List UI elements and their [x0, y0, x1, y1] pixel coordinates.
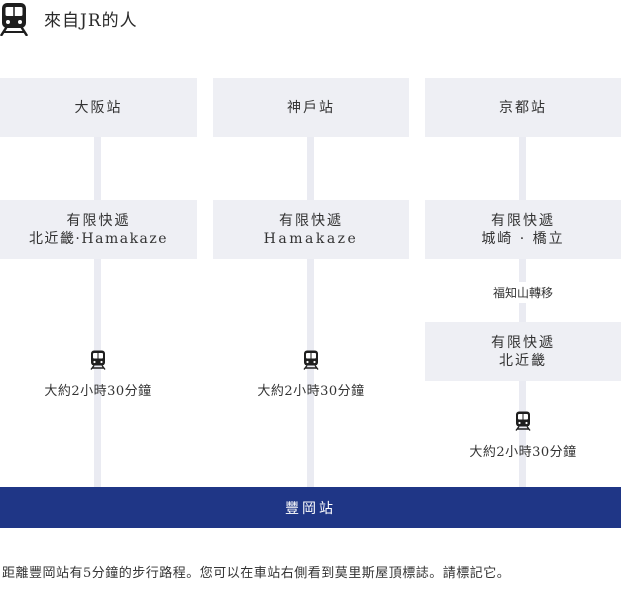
origin-label: 大阪站 — [74, 99, 123, 116]
route-line-osaka — [94, 137, 101, 487]
origin-station-kobe: 神戶站 — [213, 78, 409, 137]
service-type: 有限快遞 — [491, 212, 555, 229]
walking-directions-note: 距離豐岡站有5分鐘的步行路程。您可以在車站右側看到莫里斯屋頂標誌。請標記它。 — [2, 566, 511, 581]
origin-station-kyoto: 京都站 — [425, 78, 621, 137]
train-service-osaka: 有限快遞 北近畿·Hamakaze — [0, 200, 197, 259]
service-type: 有限快遞 — [66, 212, 131, 229]
travel-duration: 大約2小時30分鐘 — [257, 384, 365, 399]
service-name: 城崎 · 橋立 — [481, 230, 565, 247]
service-type: 有限快遞 — [279, 212, 343, 229]
origin-label: 神戶站 — [287, 99, 335, 116]
route-line-kobe — [307, 137, 314, 487]
travel-duration: 大約2小時30分鐘 — [44, 384, 152, 399]
train-icon — [0, 3, 28, 36]
train-service-kyoto-2: 有限快遞 北近畿 — [425, 322, 621, 381]
service-name: 北近畿·Hamakaze — [28, 230, 169, 247]
train-icon — [303, 350, 319, 370]
train-service-kyoto: 有限快遞 城崎 · 橋立 — [425, 200, 621, 259]
origin-station-osaka: 大阪站 — [0, 78, 197, 137]
destination-label: 豐岡站 — [285, 500, 336, 517]
train-icon — [90, 350, 106, 370]
train-service-kobe: 有限快遞 Hamakaze — [213, 200, 409, 259]
route-line-kyoto — [519, 137, 526, 487]
transfer-note: 福知山轉移 — [453, 282, 593, 303]
origin-label: 京都站 — [499, 99, 547, 116]
travel-duration: 大約2小時30分鐘 — [469, 445, 577, 460]
page-title: 來自JR的人 — [44, 11, 138, 31]
destination-station: 豐岡站 — [0, 487, 621, 528]
service-type: 有限快遞 — [491, 334, 555, 351]
service-name: Hamakaze — [263, 230, 359, 247]
train-icon — [515, 411, 531, 431]
service-name: 北近畿 — [499, 352, 547, 369]
